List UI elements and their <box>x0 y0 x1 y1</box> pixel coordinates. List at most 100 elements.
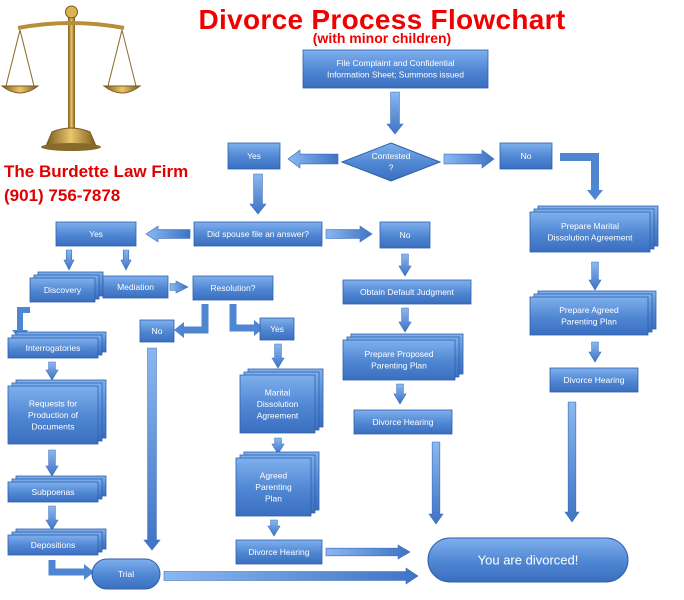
node-label: Divorce Hearing <box>373 417 434 427</box>
node-label: Agreed <box>260 471 288 481</box>
node-discovery: Discovery <box>29 271 104 303</box>
node-label: Depositions <box>31 540 75 550</box>
node-label: Prepare Proposed <box>365 349 434 359</box>
flow-arrow <box>443 149 495 169</box>
node-label: Divorce Hearing <box>249 547 310 557</box>
flow-arrow <box>184 304 209 334</box>
flow-arrow <box>287 149 339 169</box>
node-default-judgment: Obtain Default Judgment <box>342 279 472 305</box>
node-label: No <box>400 230 411 240</box>
node-label: ? <box>389 163 394 173</box>
flow-arrow <box>143 347 161 551</box>
flow-arrow <box>63 249 75 271</box>
flow-arrow <box>393 383 407 405</box>
flow-arrow <box>325 544 411 560</box>
node-divorced: You are divorced! <box>427 537 629 583</box>
node-trial: Trial <box>91 558 161 590</box>
flow-arrow <box>48 560 84 576</box>
node-label: Production of <box>28 410 79 420</box>
flow-arrow <box>163 567 419 585</box>
node-label: Agreement <box>257 410 299 420</box>
flow-arrow <box>564 401 580 523</box>
node-label: Yes <box>89 229 103 239</box>
node-label: Dissolution <box>257 399 299 409</box>
node-depositions: Depositions <box>7 528 107 556</box>
flow-arrow <box>398 253 412 277</box>
node-label: Trial <box>118 569 134 579</box>
node-yes-top: Yes <box>227 142 281 170</box>
node-yes-answer: Yes <box>55 221 137 247</box>
node-contested: Contested? <box>340 142 442 182</box>
page-title: Divorce Process Flowchart <box>198 4 566 35</box>
flow-arrow <box>45 361 59 381</box>
node-label: Contested <box>372 151 411 161</box>
flow-arrow <box>428 441 444 525</box>
node-label: Yes <box>270 324 284 334</box>
firm-name: The Burdette Law Firm <box>4 162 189 181</box>
flow-arrow <box>145 225 191 243</box>
node-no-top: No <box>499 142 553 170</box>
node-label: Prepare Agreed <box>559 305 619 315</box>
node-interrogatories: Interrogatories <box>7 331 107 359</box>
node-label: Parenting Plan <box>561 317 617 327</box>
flow-arrow <box>560 153 599 190</box>
flow-arrow-head <box>254 320 264 336</box>
node-yes-resolution: Yes <box>259 317 295 341</box>
node-label: Prepare Marital <box>561 221 619 231</box>
page-subtitle: (with minor children) <box>312 30 452 46</box>
node-label: Did spouse file an answer? <box>207 229 309 239</box>
node-divorce-hearing-mid: Divorce Hearing <box>353 409 453 435</box>
node-spouse-answer: Did spouse file an answer? <box>193 221 323 247</box>
flow-arrow <box>271 343 285 369</box>
flow-arrow <box>271 437 285 455</box>
flow-arrow <box>45 505 59 531</box>
flow-arrow <box>169 280 189 294</box>
flow-arrow <box>398 307 412 333</box>
node-label: Mediation <box>117 282 154 292</box>
node-label: Resolution? <box>211 283 256 293</box>
node-label: You are divorced! <box>478 553 579 568</box>
flow-arrow-head <box>587 190 603 200</box>
node-no-resolution: No <box>139 319 175 343</box>
flow-arrow <box>588 341 602 363</box>
node-label: Interrogatories <box>26 343 81 353</box>
flow-arrow <box>386 91 404 135</box>
node-divorce-hearing-right: Divorce Hearing <box>549 367 639 393</box>
node-label: Information Sheet; Summons issued <box>327 70 464 80</box>
flow-arrow-head <box>174 322 184 338</box>
node-subpoenas: Subpoenas <box>7 475 107 503</box>
node-label: Obtain Default Judgment <box>360 287 455 297</box>
node-resolution: Resolution? <box>192 275 274 301</box>
flow-arrow <box>120 249 132 271</box>
flow-arrow <box>17 307 30 330</box>
node-label: Parenting <box>255 482 292 492</box>
node-mediation: Mediation <box>102 275 169 299</box>
flow-arrow <box>229 304 254 332</box>
node-label: No <box>152 326 163 336</box>
node-label: Dissolution Agreement <box>547 233 633 243</box>
flow-arrow <box>45 449 59 477</box>
node-label: Plan <box>265 493 282 503</box>
flow-arrow <box>249 173 267 215</box>
node-label: No <box>521 151 532 161</box>
flow-arrow <box>325 225 373 243</box>
node-divorce-hearing-bottom: Divorce Hearing <box>235 539 323 565</box>
flow-arrow <box>588 261 602 291</box>
node-label: Requests for <box>29 399 77 409</box>
node-file-complaint: File Complaint and ConfidentialInformati… <box>302 49 489 89</box>
node-label: Discovery <box>44 285 82 295</box>
node-label: Yes <box>247 151 261 161</box>
node-label: Divorce Hearing <box>564 375 625 385</box>
node-label: File Complaint and Confidential <box>336 58 454 68</box>
scales-of-justice-icon <box>0 5 142 151</box>
node-label: Subpoenas <box>31 487 74 497</box>
firm-phone: (901) 756-7878 <box>4 186 121 205</box>
node-label: Parenting Plan <box>371 361 427 371</box>
